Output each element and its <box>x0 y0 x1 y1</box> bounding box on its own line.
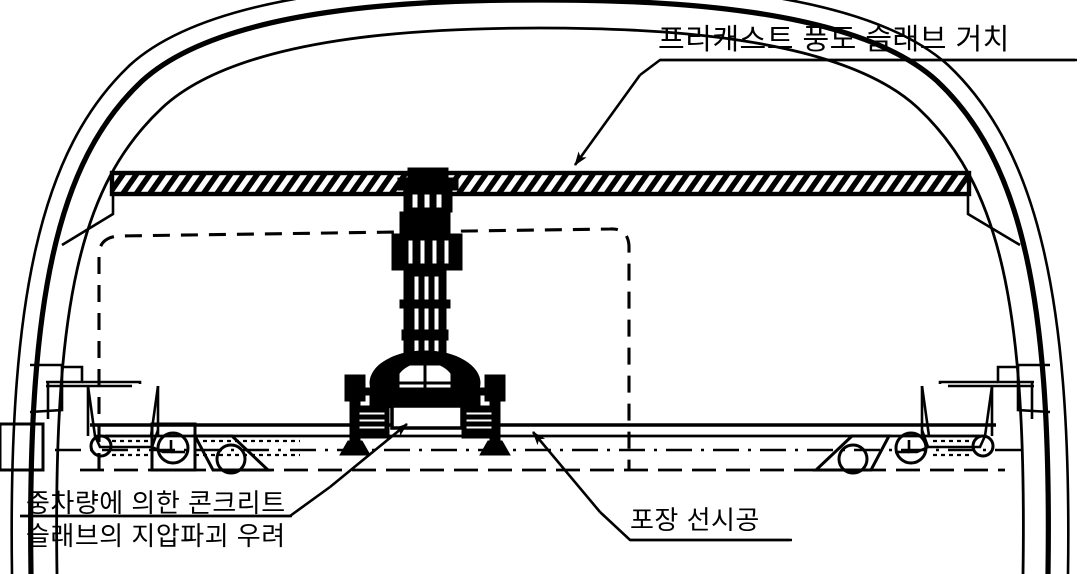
annotation-overload-line1: 중차량에 의한 콘크리트 <box>26 488 286 518</box>
right-side-duct <box>895 363 1051 454</box>
hatched-slab <box>109 170 972 197</box>
tunnel-arch-outline <box>10 0 1070 574</box>
precast-leader <box>573 58 1075 166</box>
annotation-paving-label: 포장 선시공 <box>630 505 760 535</box>
annotation-overload-line2: 슬래브의 지압파괴 우려 <box>26 521 286 551</box>
dashed-clearance-line <box>97 227 631 470</box>
annotation-precast-slab-label: 프리캐스트 풍도 슬래브 거치 <box>658 24 1010 56</box>
drainage-pipe-circles <box>0 422 995 475</box>
slab-support-corbels <box>61 194 1021 247</box>
annotation-underlines <box>20 58 1077 542</box>
annotation-overload-label: 중차량에 의한 콘크리트 슬래브의 지압파괴 우려 <box>26 487 286 553</box>
excavator-erector <box>339 167 511 456</box>
